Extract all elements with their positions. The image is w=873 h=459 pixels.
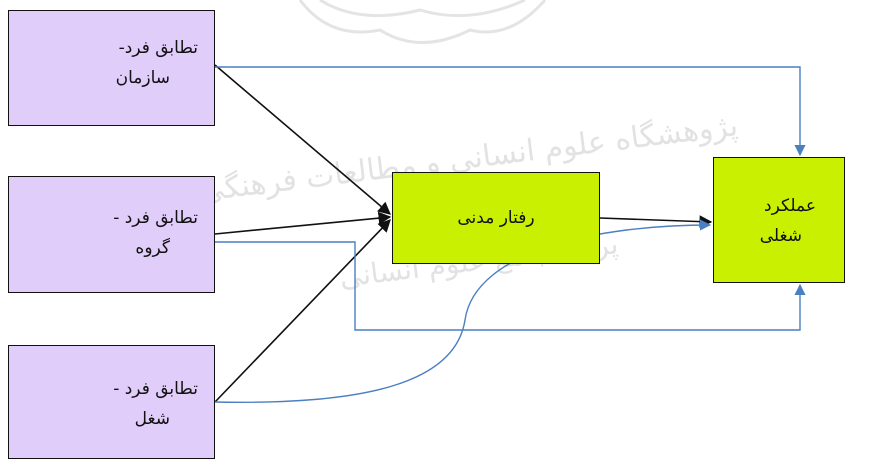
edge-fit-job-to-performance (214, 219, 712, 403)
edge-fit-group-to-citizenship (214, 211, 392, 235)
node-fit-person-job: تطابق فرد - شغل (8, 345, 215, 459)
edge-fit-group-to-performance (213, 241, 806, 331)
edge-fit-org-to-performance (215, 66, 806, 157)
node-citizenship-behavior: رفتار مدنی (392, 172, 600, 264)
edge-citizenship-to-performance (599, 215, 713, 228)
node-job-performance: عملکرد شغلی (713, 157, 845, 283)
node-label-line: شغل (134, 409, 170, 429)
watermark-emblem (298, 0, 547, 44)
node-label-line: تطابق فرد - (113, 379, 198, 399)
node-label-line: سازمان (115, 68, 170, 88)
node-label-line: تطابق فرد - (113, 208, 198, 228)
node-label-line: شغلی (759, 226, 802, 246)
node-label-line: گروه (135, 238, 170, 258)
edge-fit-job-to-citizenship (214, 219, 391, 403)
node-fit-person-group: تطابق فرد - گروه (8, 176, 215, 293)
edge-fit-org-to-citizenship (214, 64, 391, 215)
node-label-line: تطابق فرد- (118, 38, 198, 58)
node-label-line: رفتار مدنی (457, 208, 535, 228)
node-fit-person-organization: تطابق فرد- سازمان (8, 10, 215, 126)
node-label-line: عملکرد (764, 196, 816, 216)
